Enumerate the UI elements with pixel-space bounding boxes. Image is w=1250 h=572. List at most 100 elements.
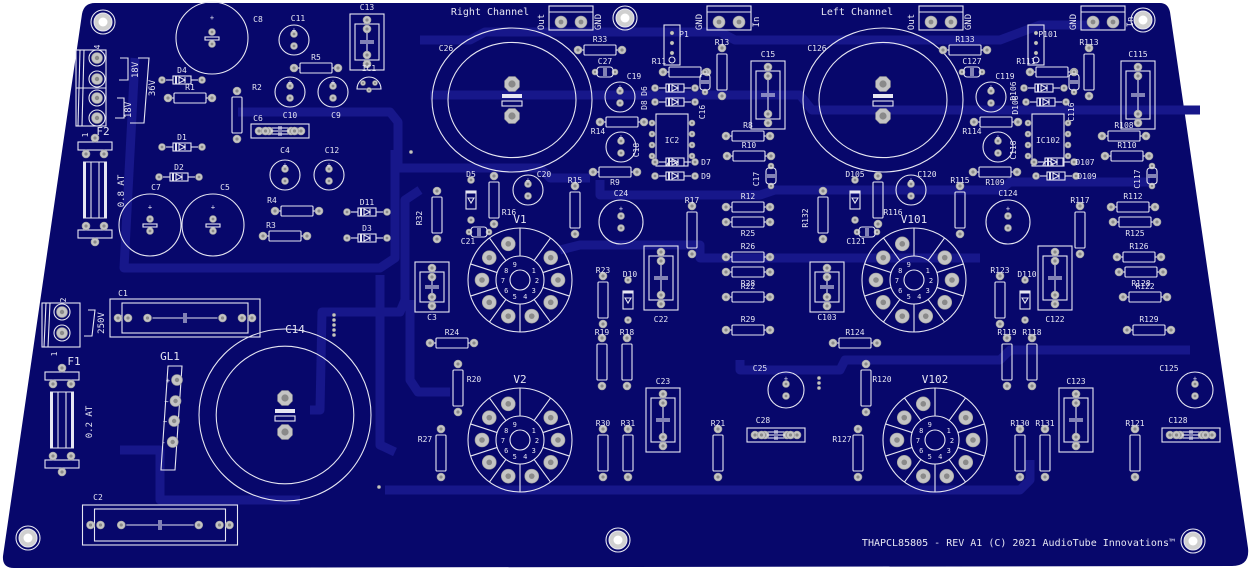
via [332,323,336,327]
tube-pin-number: 1 [926,267,930,275]
resistor-body [231,96,243,134]
component-r31: R31 [621,419,635,482]
diode-band [668,98,670,106]
component-label: R30 [596,419,611,428]
socket-divider [885,423,913,434]
header-outline [1027,24,1045,66]
cap-symbol [872,100,894,107]
drill-hole [659,259,663,263]
socket-divider [927,237,946,261]
trace [430,90,1200,115]
drill-hole [1144,134,1148,138]
drill-hole [873,277,879,283]
component-c121: C121 [846,226,881,246]
mounting-hole-drill [613,535,623,545]
polarity-plus-icon: + [619,205,623,213]
socket-divider [957,423,985,434]
trace [405,300,450,397]
mounting-hole-ring [1180,528,1206,554]
drill-hole [601,427,605,431]
component-label: R24 [445,328,460,337]
component-r114: R114 [962,116,1023,136]
pin1-marker [1032,56,1040,64]
drill-hole [619,214,623,218]
drill-hole [1023,318,1027,322]
tube-pin-number: 6 [504,447,508,455]
component-label: C3 [427,313,437,322]
drill-hole [211,229,215,233]
component-label: C1 [118,289,128,298]
terminal-label-gnd: GND [695,14,705,30]
component-label: R131 [1035,419,1054,428]
diode-icon [178,76,187,84]
tube-pin-number: 6 [504,287,508,295]
drill-hole [69,454,73,458]
mounting-hole-ring [605,527,631,553]
component-d8: D8 [640,97,699,110]
drill-hole [98,523,103,527]
drill-hole [642,120,646,124]
component-label: V102 [922,373,949,386]
drill-hole [1210,433,1214,437]
drill-hole [1161,270,1165,274]
drill-hole [894,437,900,443]
drill-hole [1026,121,1030,125]
drill-hole [1023,278,1027,282]
diode-body [357,233,377,243]
drill-hole [879,112,887,120]
diode-band [175,143,177,151]
drill-hole [720,94,724,98]
tube-pin-number: 3 [532,287,536,295]
drill-hole [1150,164,1154,168]
voltage-bracket [84,309,96,337]
drill-hole [613,70,617,74]
terminal-screw [53,324,71,342]
resistor-body [1116,201,1150,213]
component-label: R4 [267,196,277,205]
polarity-plus-icon: + [619,134,623,142]
component-r108: R108 [1097,121,1151,142]
drill-hole [970,437,976,443]
drill-hole [305,234,309,238]
socket-divider [885,446,913,457]
drill-hole [469,218,473,222]
drill-hole [166,96,170,100]
tube-pin-number: 3 [947,447,951,455]
cap-symbol [205,223,221,228]
drill-hole [288,96,292,100]
drill-hole [327,179,331,183]
drill-hole [1169,328,1173,332]
tube-pin-number: 4 [523,453,527,461]
pin [1033,30,1039,36]
drill-hole [998,274,1002,278]
drill-hole [148,229,152,233]
diode-band [466,191,476,194]
drill-hole [317,209,321,213]
drill-hole [145,316,150,320]
component-label: C24 [614,189,629,198]
diode-body [357,207,377,217]
drill-hole [1193,394,1197,398]
component-r14: R14 [591,116,649,136]
drill-hole [508,80,516,88]
drill-hole [1133,427,1137,431]
diode-band [1047,158,1049,166]
component-label: C125 [1159,364,1178,373]
component-d7: D7 [651,157,711,167]
component-label: V2 [513,373,526,386]
drill-hole [283,167,287,171]
drill-hole [487,230,491,234]
diode-icon [363,208,372,216]
component-label: R11 [652,57,667,66]
diode-icon [467,197,475,205]
drill-hole [1078,252,1082,256]
diode-icon [671,84,680,92]
terminal-body [1080,5,1126,31]
socket-divider [470,423,498,434]
component-label: R26 [741,242,756,251]
component-r110: R110 [1100,141,1154,162]
diode-band [172,173,174,181]
drill-hole [856,475,860,479]
